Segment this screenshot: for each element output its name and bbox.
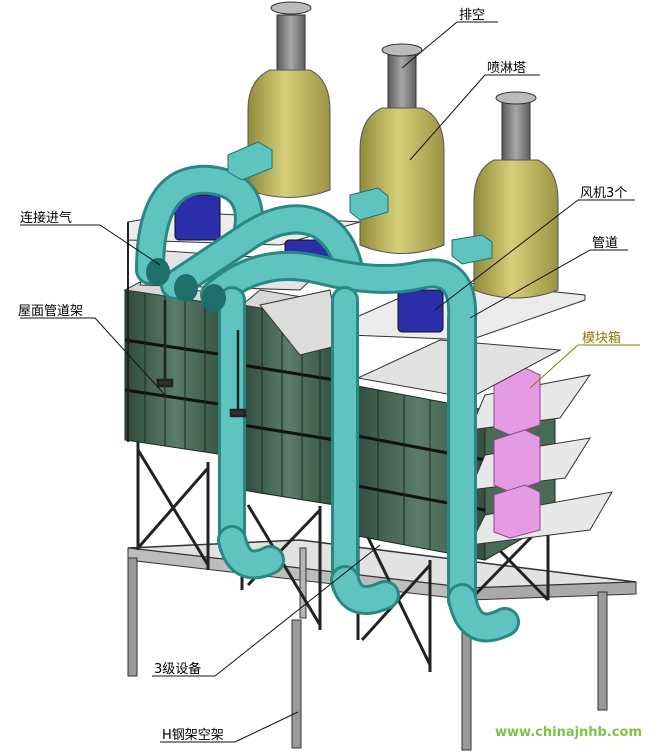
label-roof-pipe-rack: 屋面管道架 [18,304,84,319]
label-inlet: 连接进气 [20,211,73,226]
duct-inlets [146,141,493,312]
h-steel-base-frame [127,539,637,751]
watermark: www.chinajnhb.com [495,725,642,740]
label-fans: 风机3个 [580,186,628,201]
leader-lines [20,21,640,743]
label-exhaust: 排空 [459,8,486,23]
label-module-box: 模块箱 [582,331,622,346]
label-spray-tower: 喷淋塔 [487,61,527,76]
spray-tower-2 [359,43,445,254]
ducting [135,164,520,643]
label-three-stage: 3级设备 [154,662,202,677]
label-h-steel-frame: H钢架空架 [162,728,224,743]
roof-pipe-rack [156,300,247,418]
label-pipe: 管道 [592,236,619,251]
module-box-shelves [469,367,613,546]
spray-tower-3 [473,91,559,299]
